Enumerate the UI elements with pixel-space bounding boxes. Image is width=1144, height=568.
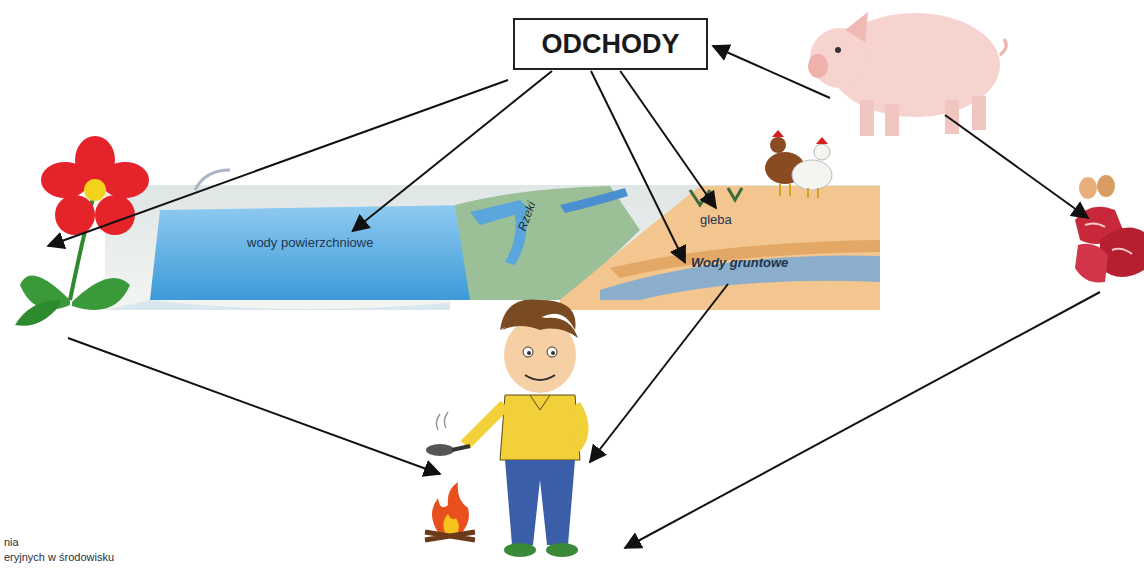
arrow-connector <box>620 71 716 208</box>
caption-fragment: nia <box>4 536 19 548</box>
arrow <box>590 284 728 462</box>
node-text: gleba <box>700 212 732 227</box>
node-text: Wody gruntowe <box>691 255 788 270</box>
arrow <box>68 338 440 474</box>
meat-icon <box>1075 175 1144 282</box>
arrow-connector <box>591 71 685 263</box>
surface-water-band: wody powierzchniowe <box>244 234 376 251</box>
waste-box: ODCHODY <box>513 18 708 70</box>
landscape <box>105 170 880 332</box>
arrow <box>945 115 1088 218</box>
fire-icon <box>425 482 475 540</box>
arrow <box>713 46 830 98</box>
pig-icon <box>808 12 1006 136</box>
chicken-icon <box>765 130 832 198</box>
arrow <box>625 292 1100 548</box>
flower-icon <box>15 136 149 326</box>
soil-band: gleba <box>697 211 735 228</box>
groundwater-band: Wody gruntowe <box>688 254 791 271</box>
node-text: ODCHODY <box>541 29 679 60</box>
node-text: wody powierzchniowe <box>247 235 373 250</box>
man-figure <box>426 299 583 557</box>
arrows <box>48 46 1100 548</box>
arrow <box>48 80 508 246</box>
caption-fragment: eryjnych w środowisku <box>4 551 114 563</box>
